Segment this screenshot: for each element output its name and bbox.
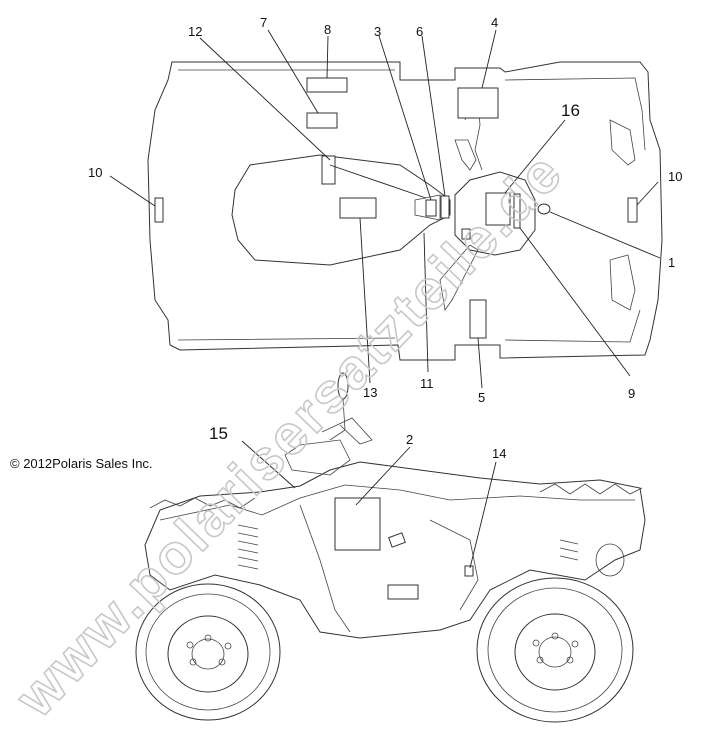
decal-10-left	[154, 197, 164, 223]
callout-10-left: 10	[88, 165, 102, 180]
callout-1: 1	[668, 255, 675, 270]
callout-6: 6	[416, 24, 423, 39]
decal-8	[306, 77, 348, 93]
callout-8: 8	[324, 22, 331, 37]
callout-4: 4	[491, 15, 498, 30]
decal-9	[513, 193, 521, 229]
atv-side-view	[135, 372, 646, 723]
decal-13	[339, 197, 377, 219]
decal-3	[425, 199, 437, 217]
callout-16: 16	[561, 101, 580, 120]
callout-7: 7	[260, 15, 267, 30]
callout-15: 15	[209, 424, 228, 443]
callout-13: 13	[363, 385, 377, 400]
decal-engine	[387, 584, 419, 600]
decal-side-small	[388, 532, 406, 548]
decal-2	[334, 497, 381, 551]
decal-4	[457, 87, 499, 119]
decal-16	[485, 192, 511, 226]
decal-14	[464, 565, 474, 577]
callout-2: 2	[406, 432, 413, 447]
callout-10-right: 10	[668, 169, 682, 184]
decal-12	[321, 155, 336, 185]
callout-9: 9	[628, 386, 635, 401]
callout-12: 12	[188, 24, 202, 39]
decal-6	[440, 195, 450, 219]
decal-7	[306, 112, 338, 129]
callout-5: 5	[478, 390, 485, 405]
decal-10-right	[627, 197, 638, 223]
atv-top-view	[109, 29, 663, 389]
callout-14: 14	[492, 446, 506, 461]
callout-11: 11	[420, 376, 434, 391]
decal-1	[537, 203, 551, 215]
callout-3: 3	[374, 24, 381, 39]
copyright-notice: © 2012Polaris Sales Inc.	[10, 456, 153, 471]
decal-11	[461, 228, 471, 240]
decal-5	[469, 299, 487, 339]
